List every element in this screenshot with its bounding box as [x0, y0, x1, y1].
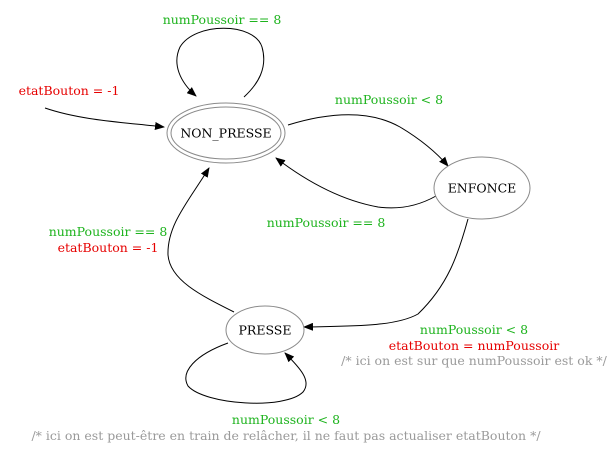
- node-enfonce: [433, 156, 531, 220]
- edge-presse-to-non-presse: [167, 167, 235, 313]
- node-presse: [225, 305, 305, 355]
- label-self-presse-guard: numPoussoir < 8: [232, 412, 340, 427]
- label-enfonce-to-presse-guard: numPoussoir < 8: [420, 322, 528, 337]
- label-self-non-presse: numPoussoir == 8: [163, 12, 282, 27]
- edge-enfonce-to-non-presse: [275, 157, 437, 209]
- edge-enfonce-to-presse: [303, 218, 469, 331]
- label-np-to-enfonce: numPoussoir < 8: [335, 92, 443, 107]
- edge-non-presse-to-enfonce: [287, 114, 449, 167]
- label-enfonce-to-presse-action: etatBouton = numPoussoir: [389, 338, 559, 353]
- node-non-presse-inner: [170, 106, 282, 160]
- label-self-presse-comment: /* ici on est peut-être en train de relâ…: [31, 428, 541, 443]
- node-presse-label: PRESSE: [239, 323, 292, 338]
- label-enfonce-to-presse-comment: /* ici on est sur que numPoussoir est ok…: [341, 353, 607, 368]
- label-enfonce-to-np: numPoussoir == 8: [267, 215, 386, 230]
- node-non-presse-label: NON_PRESSE: [180, 126, 271, 141]
- edge-presse-self-loop: [185, 342, 307, 404]
- label-initial: etatBouton = -1: [19, 83, 120, 98]
- label-presse-to-np-action: etatBouton = -1: [58, 240, 159, 255]
- edge-non-presse-self-loop: [176, 27, 265, 98]
- node-enfonce-label: ENFONCE: [448, 181, 517, 196]
- label-presse-to-np-guard: numPoussoir == 8: [49, 224, 168, 239]
- edge-initial: [44, 107, 165, 130]
